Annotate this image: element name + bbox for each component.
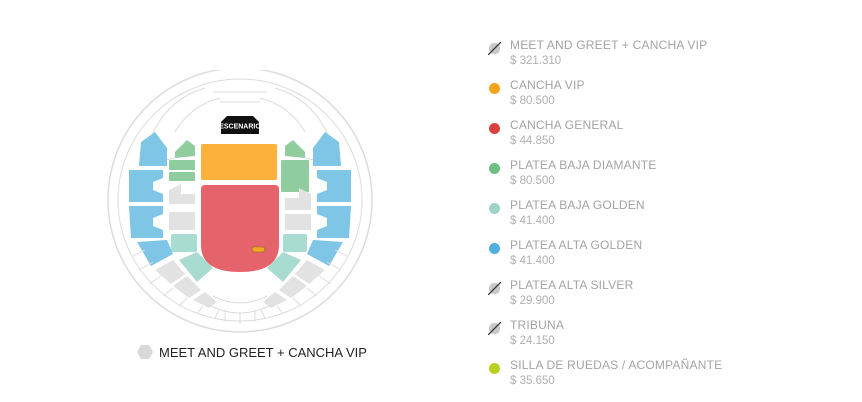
legend-item-name: PLATEA ALTA SILVER [510,278,634,292]
color-dot-icon [489,363,500,374]
section-alta-golden-left-2[interactable] [129,170,163,202]
unavailable-sections [155,184,325,308]
selected-zone-caption: MEET AND GREET + CANCHA VIP [137,344,367,360]
venue-map-container: ESCENARIO [95,70,385,340]
section-baja-golden-left-1[interactable] [171,234,197,252]
legend-item-price: $ 321.310 [510,55,562,67]
arena-outer-ring [107,70,373,333]
color-dot-icon [489,203,500,214]
section-baja-golden-right-1[interactable] [283,234,307,252]
legend-item-price: $ 80.500 [510,95,555,107]
legend-item-name: PLATEA ALTA GOLDEN [510,238,643,252]
section-baja-golden-right-2[interactable] [267,252,301,282]
section-alta-golden-left-1[interactable] [139,132,167,166]
color-dot-icon [489,243,500,254]
legend-item-name: PLATEA BAJA GOLDEN [510,198,645,212]
legend-item-price: $ 29.900 [510,295,555,307]
platea-alta-golden-sections [129,132,351,266]
sold-out-slash-icon [488,322,501,335]
section-unavailable-bottom-right-2[interactable] [279,276,307,298]
section-unavailable-right-1[interactable] [285,188,311,210]
section-diamante-left-top[interactable] [175,140,195,158]
wheelchair-seat-marker[interactable] [251,246,266,253]
section-unavailable-bottom-right-1[interactable] [295,260,325,284]
sold-out-slash-icon [488,42,501,55]
section-alta-golden-right-1[interactable] [313,132,341,166]
section-alta-golden-right-4[interactable] [307,240,343,266]
section-unavailable-bottom-left-1[interactable] [155,260,185,284]
section-diamante-right-mid[interactable] [281,160,309,192]
stage-shape [221,116,259,134]
legend-item-name: SILLA DE RUEDAS / ACOMPAÑANTE [510,358,723,372]
legend-item-name: CANCHA VIP [510,78,585,92]
section-unavailable-left-2[interactable] [169,212,195,230]
legend-item-silla-de-ruedas[interactable]: SILLA DE RUEDAS / ACOMPAÑANTE $ 35.650 [484,358,844,398]
legend-item-meet-and-greet[interactable]: MEET AND GREET + CANCHA VIP $ 321.310 [484,38,844,78]
color-dot-icon [489,163,500,174]
legend-item-price: $ 44.850 [510,135,555,147]
section-alta-golden-left-4[interactable] [137,240,173,266]
legend-item-platea-baja-golden[interactable]: PLATEA BAJA GOLDEN $ 41.400 [484,198,844,238]
section-unavailable-bottom-right-3[interactable] [263,292,287,308]
legend-item-name: TRIBUNA [510,318,565,332]
legend-item-name: MEET AND GREET + CANCHA VIP [510,38,708,52]
section-diamante-left-low[interactable] [169,172,195,181]
upper-ring-outline [149,87,331,163]
color-dot-icon [489,123,500,134]
legend-item-price: $ 24.150 [510,335,555,347]
section-diamante-right-top[interactable] [285,140,305,158]
section-alta-golden-right-2[interactable] [317,170,351,202]
legend-item-tribuna[interactable]: TRIBUNA $ 24.150 [484,318,844,358]
color-dot-icon [489,83,500,94]
legend-item-name: CANCHA GENERAL [510,118,624,132]
legend-item-cancha-vip[interactable]: CANCHA VIP $ 80.500 [484,78,844,118]
legend-item-price: $ 35.650 [510,375,555,387]
section-alta-golden-right-3[interactable] [317,206,351,238]
legend-item-price: $ 41.400 [510,255,555,267]
legend-item-price: $ 80.500 [510,175,555,187]
legend-item-price: $ 41.400 [510,215,555,227]
legend-item-platea-baja-diamante[interactable]: PLATEA BAJA DIAMANTE $ 80.500 [484,158,844,198]
section-unavailable-bottom-left-2[interactable] [173,276,201,298]
legend-item-cancha-general[interactable]: CANCHA GENERAL $ 44.850 [484,118,844,158]
section-unavailable-left-1[interactable] [169,184,195,204]
section-alta-golden-left-3[interactable] [129,206,163,238]
stage: ESCENARIO [219,116,261,134]
sold-out-slash-icon [488,282,501,295]
platea-baja-diamante-sections [169,140,309,192]
section-diamante-left-mid[interactable] [169,160,195,170]
platea-baja-golden-sections [171,234,307,282]
section-cancha-general[interactable] [201,185,279,272]
stage-label: ESCENARIO [219,124,261,131]
section-cancha-vip[interactable] [201,144,277,180]
section-baja-golden-left-2[interactable] [179,252,213,282]
selected-zone-label: MEET AND GREET + CANCHA VIP [159,344,367,360]
section-unavailable-right-2[interactable] [285,214,311,230]
legend-item-name: PLATEA BAJA DIAMANTE [510,158,657,172]
section-unavailable-bottom-left-3[interactable] [193,292,217,308]
hexagon-icon [137,345,153,359]
lower-ring-outline [132,249,348,324]
price-legend: MEET AND GREET + CANCHA VIP $ 321.310 CA… [484,38,844,398]
legend-item-platea-alta-silver[interactable]: PLATEA ALTA SILVER $ 29.900 [484,278,844,318]
legend-item-platea-alta-golden[interactable]: PLATEA ALTA GOLDEN $ 41.400 [484,238,844,278]
venue-map: ESCENARIO [107,70,373,333]
